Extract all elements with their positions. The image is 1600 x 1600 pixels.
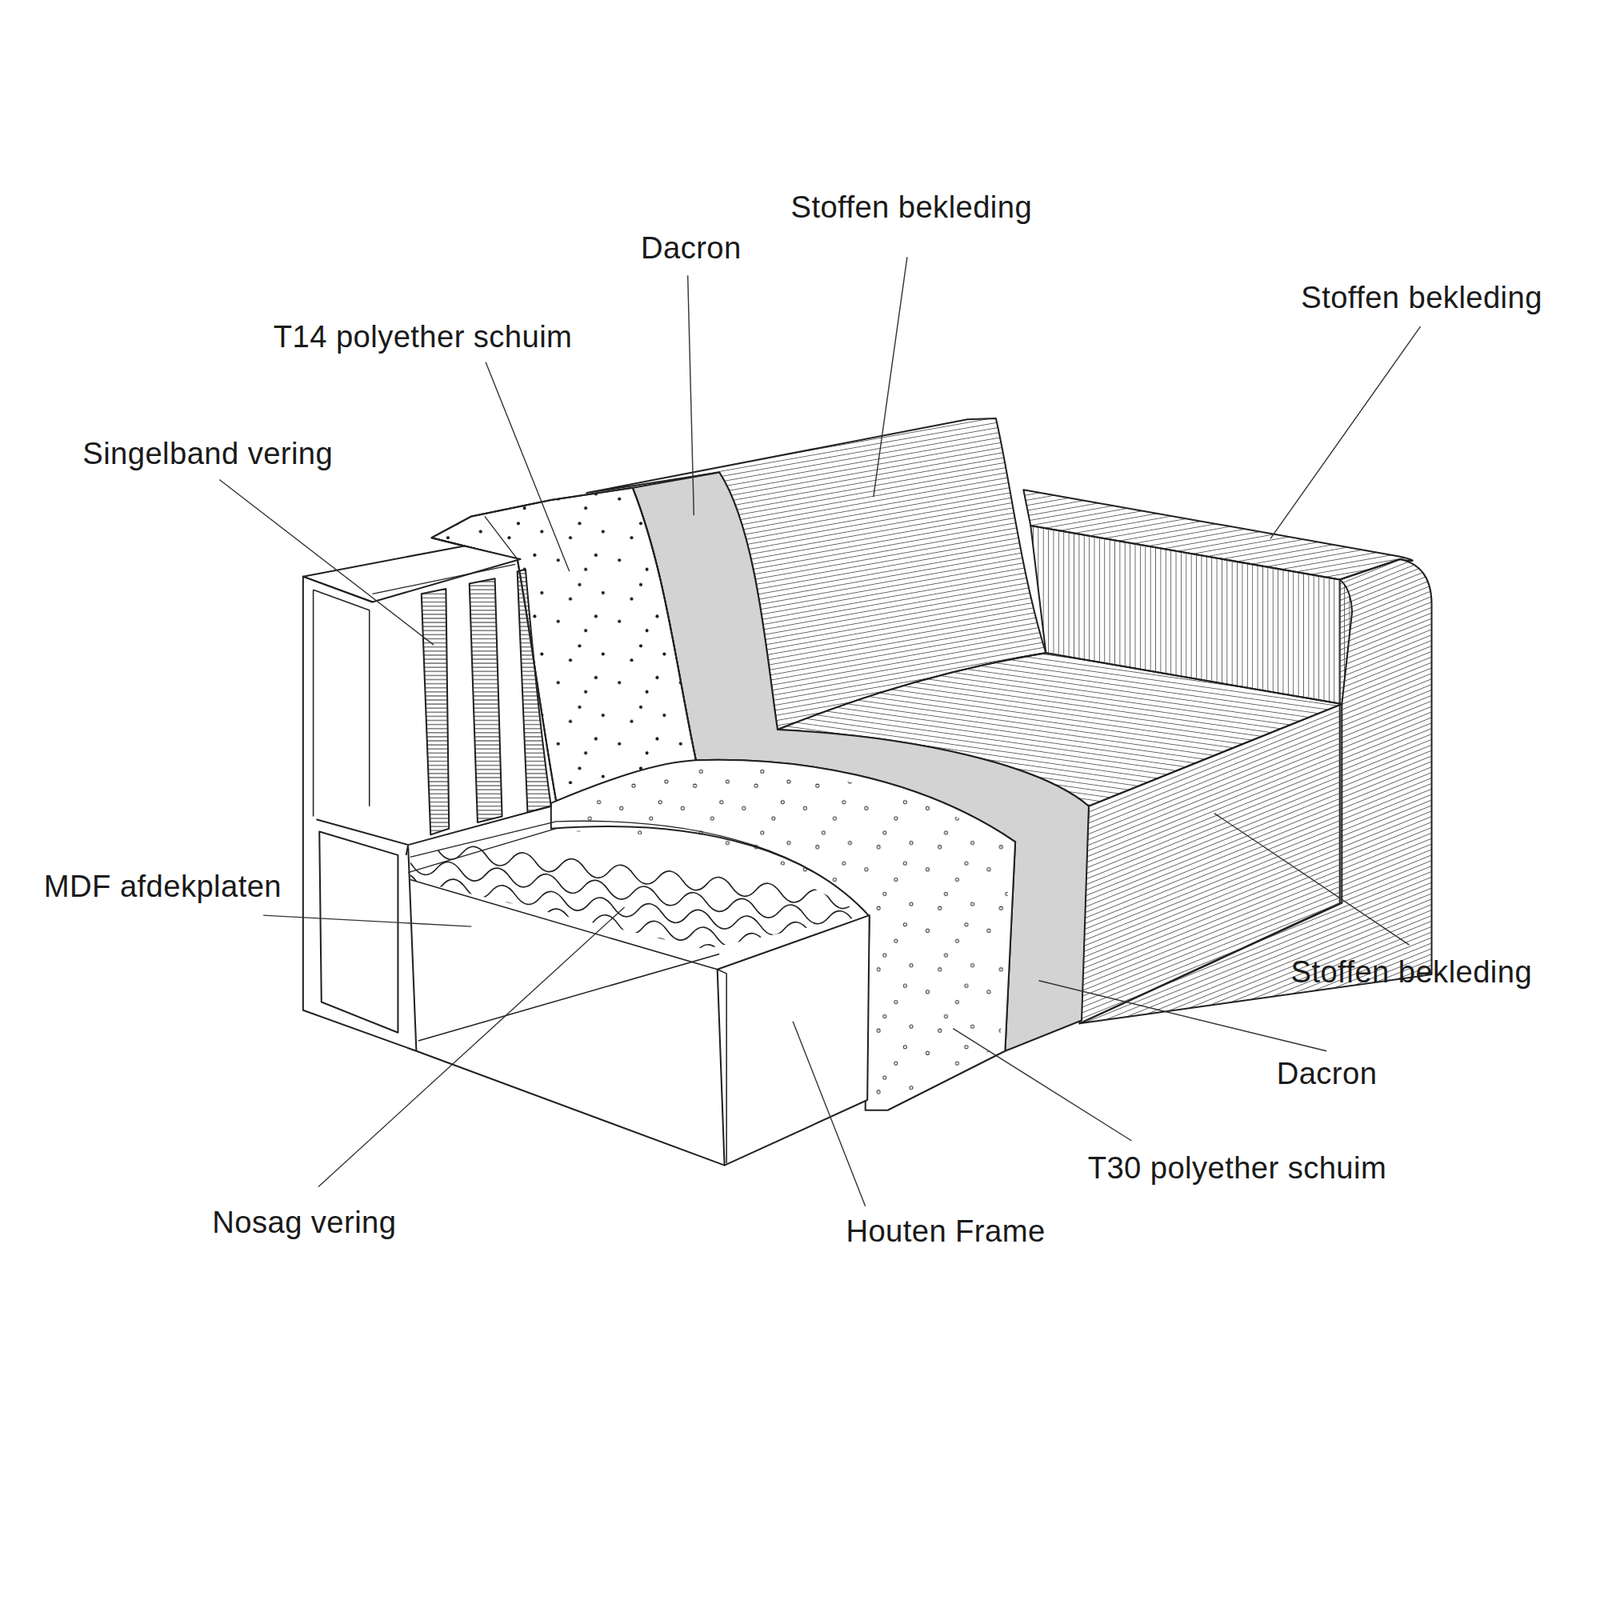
sofa-drawing <box>303 418 1432 1166</box>
part-label: Dacron <box>1276 1056 1378 1092</box>
leader-line <box>688 275 695 516</box>
leader-line <box>1038 980 1327 1052</box>
leader-line <box>263 915 472 927</box>
part-label: Stoffen bekleding <box>791 189 1033 225</box>
frame-outline <box>303 576 725 1166</box>
leader-line <box>485 362 570 572</box>
part-label: Nosag vering <box>212 1204 396 1240</box>
part-label: T14 polyether schuim <box>273 319 572 355</box>
part-label: Singelband vering <box>82 436 333 472</box>
front-frame-panel <box>717 915 870 1165</box>
part-label: MDF afdekplaten <box>44 868 282 904</box>
frame-side-panel <box>319 832 398 1033</box>
part-label: Dacron <box>640 230 742 266</box>
leader-line <box>952 1028 1132 1141</box>
leader-lines <box>219 256 1420 1206</box>
spring-wire <box>413 840 904 916</box>
part-label: T30 polyether schuim <box>1088 1150 1387 1186</box>
part-label: Stoffen bekleding <box>1300 280 1543 316</box>
part-label: Houten Frame <box>845 1214 1045 1250</box>
leader-line <box>1270 326 1421 539</box>
webbing-strap <box>421 588 449 835</box>
webbing-strap <box>517 569 552 813</box>
frame-edge <box>717 969 727 1164</box>
leader-line <box>318 907 625 1187</box>
leader-line <box>1214 813 1410 946</box>
part-label: Stoffen bekleding <box>1291 955 1533 991</box>
leader-line <box>792 1021 866 1207</box>
spring-edge <box>410 820 870 916</box>
frame-edge <box>313 589 370 816</box>
frame-edge <box>410 879 718 969</box>
mdf-plate-edge <box>418 954 720 1041</box>
frame-rail <box>316 806 551 856</box>
webbing-strap <box>469 578 503 823</box>
leader-line <box>219 479 434 645</box>
leader-line <box>873 256 908 497</box>
